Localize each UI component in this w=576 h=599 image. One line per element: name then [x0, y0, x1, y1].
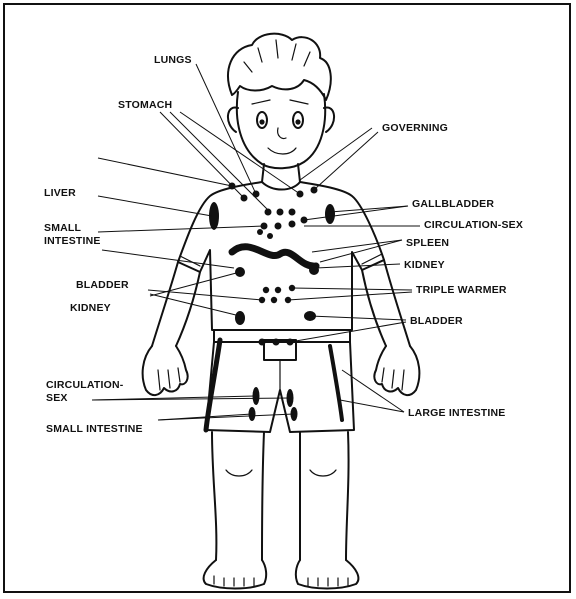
- label-lungs: LUNGS: [154, 54, 192, 66]
- label-bladder-right: BLADDER: [410, 315, 463, 327]
- label-small-intestine-line1: SMALL: [44, 222, 82, 234]
- label-small-intestine-line2: INTESTINE: [44, 235, 101, 247]
- label-large-intestine: LARGE INTESTINE: [408, 407, 506, 419]
- label-small-intestine-bottom: SMALL INTESTINE: [46, 423, 143, 435]
- label-circulation-sex-left-line2: SEX: [46, 392, 68, 404]
- label-kidney-right: KIDNEY: [404, 259, 445, 271]
- leader-lines: [92, 64, 420, 420]
- label-circulation-sex-left-line1: CIRCULATION-: [46, 379, 124, 391]
- label-kidney-left: KIDNEY: [70, 302, 111, 314]
- label-spleen: SPLEEN: [406, 237, 449, 249]
- label-stomach: STOMACH: [118, 99, 172, 111]
- label-gallbladder: GALLBLADDER: [412, 198, 494, 210]
- label-triple-warmer: TRIPLE WARMER: [416, 284, 507, 296]
- label-liver: LIVER: [44, 187, 76, 199]
- label-governing: GOVERNING: [382, 122, 448, 134]
- labels: LUNGS STOMACH GOVERNING LIVER GALLBLADDE…: [44, 54, 523, 435]
- meridian-points: [206, 183, 342, 431]
- label-bladder-left: BLADDER: [76, 279, 129, 291]
- figure-outline: [143, 34, 420, 589]
- label-circulation-sex-right: CIRCULATION-SEX: [424, 219, 523, 231]
